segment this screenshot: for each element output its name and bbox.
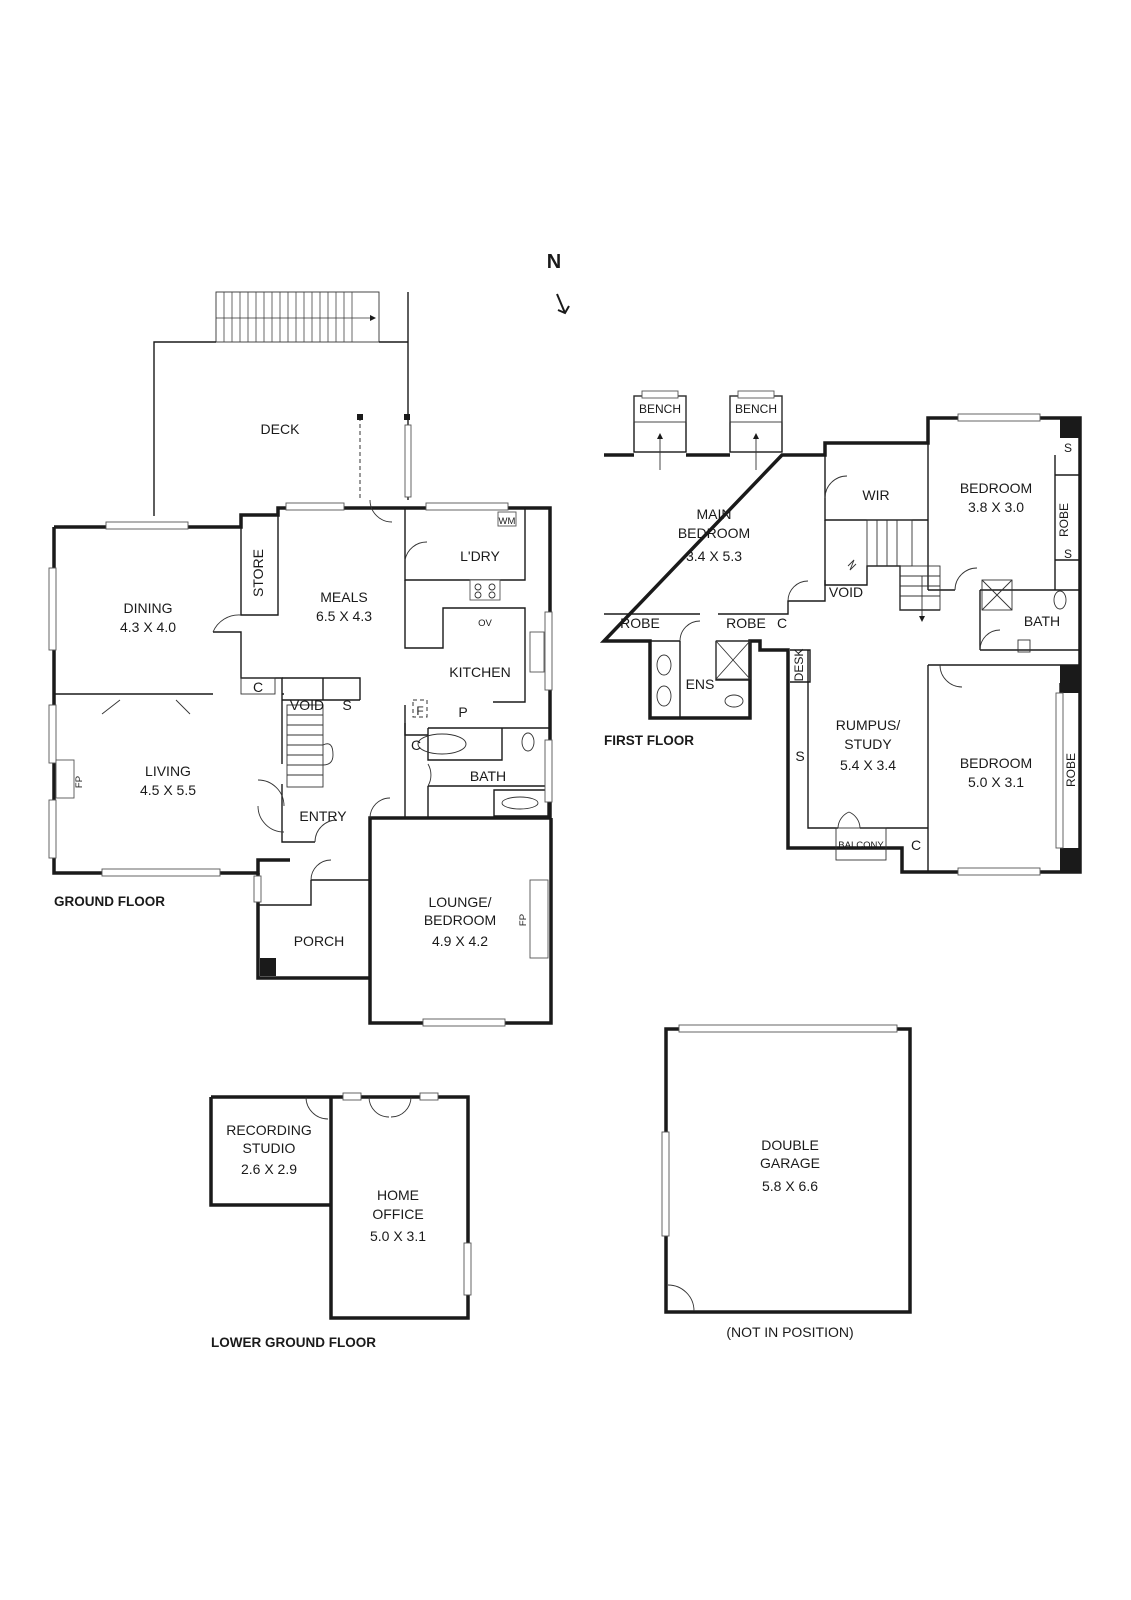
- porch-label: PORCH: [294, 933, 345, 949]
- lounge-size: 4.9 X 4.2: [432, 933, 488, 949]
- closet-c-kitchen: C: [411, 737, 421, 753]
- shelf-s-rumpus: S: [795, 748, 804, 764]
- garage-labels: DOUBLE GARAGE 5.8 X 6.6 (NOT IN POSITION…: [726, 1137, 853, 1340]
- ground-floor-labels: DECK DINING 4.3 X 4.0 STORE MEALS 6.5 X …: [54, 421, 529, 949]
- shelf-s-bedroom-bottom: S: [1064, 547, 1072, 561]
- oven-label: OV: [478, 618, 492, 629]
- laundry-label: L'DRY: [460, 548, 500, 564]
- north-compass: N: [547, 251, 570, 315]
- ens-label: ENS: [686, 676, 715, 692]
- home-office-label-2: OFFICE: [372, 1206, 423, 1222]
- ground-stair: [286, 704, 334, 788]
- home-office-size: 5.0 X 3.1: [370, 1228, 426, 1244]
- dining-size: 4.3 X 4.0: [120, 619, 176, 635]
- first-floor-labels: BENCH BENCH MAIN BEDROOM 3.4 X 5.3 ROBE …: [604, 402, 1078, 853]
- closet-c-first-2: C: [911, 837, 921, 853]
- closet-c-first-1: C: [777, 615, 787, 631]
- garage-size: 5.8 X 6.6: [762, 1178, 818, 1194]
- main-bedroom-size: 3.4 X 5.3: [686, 548, 742, 564]
- deck-outline: [153, 292, 409, 516]
- wm-label: WM: [499, 516, 516, 527]
- meals-label: MEALS: [320, 589, 367, 605]
- north-arrow-icon: [556, 293, 570, 315]
- bath-label-first: BATH: [1024, 613, 1060, 629]
- rumpus-label-1: RUMPUS/: [836, 717, 901, 733]
- desk-label: DESK: [792, 649, 806, 682]
- garage-position-note: (NOT IN POSITION): [726, 1324, 853, 1340]
- robe-bedroom-a: ROBE: [1057, 503, 1071, 537]
- kitchen-label: KITCHEN: [449, 664, 510, 680]
- bedroom-b-label: BEDROOM: [960, 755, 1032, 771]
- garage-label-1: DOUBLE: [761, 1137, 819, 1153]
- bedroom-a-size: 3.8 X 3.0: [968, 499, 1024, 515]
- recording-size: 2.6 X 2.9: [241, 1161, 297, 1177]
- robe-label-1: ROBE: [620, 615, 660, 631]
- first-stair: [847, 519, 941, 622]
- closet-c-dining: C: [253, 679, 263, 695]
- lounge-fireplace-label: FP: [518, 914, 529, 926]
- recording-label-2: STUDIO: [243, 1140, 296, 1156]
- main-bedroom-label-2: BEDROOM: [678, 525, 750, 541]
- home-office-label-1: HOME: [377, 1187, 419, 1203]
- balcony-label: BALCONY: [838, 840, 884, 851]
- rumpus-label-2: STUDY: [844, 736, 892, 752]
- void-label-first: VOID: [829, 584, 863, 600]
- dining-label: DINING: [124, 600, 173, 616]
- deck-stair: [215, 291, 380, 343]
- north-label: N: [547, 251, 561, 273]
- main-bedroom-label-1: MAIN: [697, 506, 732, 522]
- stair-s-label: S: [342, 697, 351, 713]
- first-floor-plan: [599, 390, 1082, 876]
- first-floor-title: FIRST FLOOR: [604, 733, 694, 748]
- deck-label: DECK: [261, 421, 301, 437]
- lower-ground-floor-plan: [209, 1092, 472, 1320]
- recording-label-1: RECORDING: [226, 1122, 312, 1138]
- garage-label-2: GARAGE: [760, 1155, 820, 1171]
- ground-floor-title: GROUND FLOOR: [54, 894, 165, 909]
- lower-ground-floor-title: LOWER GROUND FLOOR: [211, 1335, 376, 1350]
- wir-label: WIR: [862, 487, 889, 503]
- lounge-label-2: BEDROOM: [424, 912, 496, 928]
- bedroom-a-label: BEDROOM: [960, 480, 1032, 496]
- living-size: 4.5 X 5.5: [140, 782, 196, 798]
- robe-label-2: ROBE: [726, 615, 766, 631]
- robe-bedroom-b: ROBE: [1064, 753, 1078, 787]
- lower-ground-floor-labels: RECORDING STUDIO 2.6 X 2.9 HOME OFFICE 5…: [211, 1122, 426, 1350]
- bath-label: BATH: [470, 768, 506, 784]
- shelf-s-bedroom-top: S: [1064, 441, 1072, 455]
- ground-floor-plan: [48, 291, 553, 1027]
- living-fireplace-label: FP: [74, 776, 85, 788]
- pantry-label: P: [458, 704, 467, 720]
- garage-plan: [661, 1024, 912, 1314]
- rumpus-size: 5.4 X 3.4: [840, 757, 896, 773]
- void-label: VOID: [290, 697, 324, 713]
- meals-size: 6.5 X 4.3: [316, 608, 372, 624]
- bench-label-2: BENCH: [735, 402, 777, 416]
- lounge-label-1: LOUNGE/: [428, 894, 491, 910]
- bench-label-1: BENCH: [639, 402, 681, 416]
- living-label: LIVING: [145, 763, 191, 779]
- fridge-label: F: [416, 704, 423, 718]
- bedroom-b-size: 5.0 X 3.1: [968, 774, 1024, 790]
- store-label: STORE: [250, 549, 266, 597]
- entry-label: ENTRY: [299, 808, 347, 824]
